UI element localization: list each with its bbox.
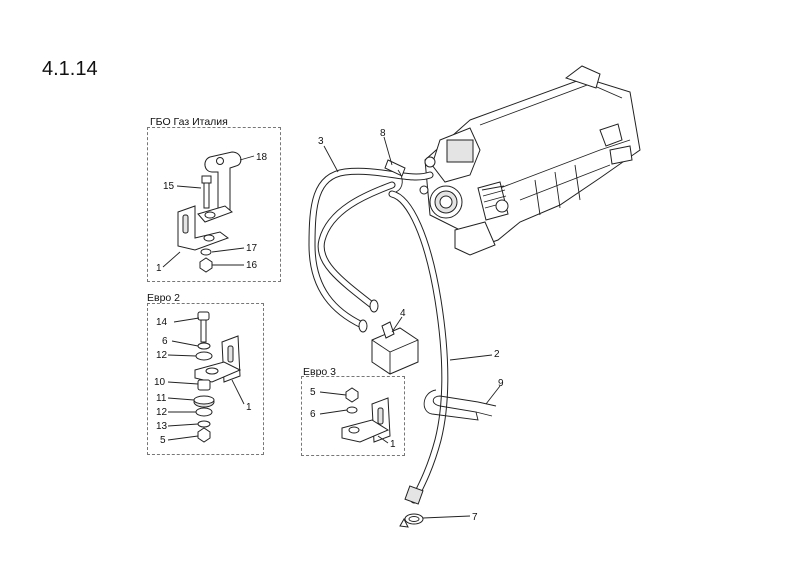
- callout-gbo-16: 16: [246, 260, 258, 271]
- clamp-8: [384, 159, 406, 193]
- clamp-7: [399, 513, 424, 528]
- callout-2: 2: [494, 349, 500, 360]
- bracket-9: [423, 389, 497, 421]
- callout-7: 7: [472, 512, 478, 523]
- callout-gbo-15: 15: [163, 181, 175, 192]
- callout-gbo-18: 18: [256, 152, 268, 163]
- callout-euro2-11: 11: [156, 393, 167, 404]
- callout-4: 4: [400, 308, 406, 319]
- euro3-parts: [341, 387, 391, 443]
- callout-euro2-10: 10: [154, 377, 166, 388]
- group-title-gbo: ГБО Газ Италия: [150, 116, 228, 128]
- callout-euro3-1: 1: [390, 439, 396, 450]
- leader-lines: [162, 136, 501, 519]
- hose-3: [308, 167, 434, 333]
- euro2-group-box: [147, 303, 264, 455]
- group-title-euro2: Евро 2: [147, 292, 181, 304]
- euro2-parts: [193, 311, 242, 443]
- callout-8: 8: [380, 128, 386, 139]
- valve-4: [371, 321, 419, 375]
- callout-euro3-6: 6: [310, 409, 316, 420]
- callout-euro2-6: 6: [162, 336, 168, 347]
- hose-2: [388, 190, 449, 505]
- callout-3: 3: [318, 136, 324, 147]
- callouts: 18 15 17 16 1 14 6 12 10 11 12 13 5 1 5 …: [154, 128, 504, 523]
- callout-euro3-5: 5: [310, 387, 316, 398]
- euro3-group-box: [301, 376, 405, 456]
- callout-euro2-13: 13: [156, 421, 168, 432]
- callout-gbo-17: 17: [246, 243, 258, 254]
- callout-gbo-1: 1: [156, 263, 162, 274]
- gbo-parts: [177, 151, 242, 273]
- callout-euro2-14: 14: [156, 317, 168, 328]
- group-title-euro3: Евро 3: [303, 366, 337, 378]
- callout-euro2-1: 1: [246, 402, 252, 413]
- intake-manifold-assembly: [419, 65, 641, 256]
- callout-euro2-5: 5: [160, 435, 166, 446]
- callout-9: 9: [498, 378, 504, 389]
- callout-euro2-12a: 12: [156, 350, 168, 361]
- gbo-group-box: [147, 127, 281, 282]
- page-title: 4.1.14: [42, 58, 98, 80]
- callout-euro2-12b: 12: [156, 407, 168, 418]
